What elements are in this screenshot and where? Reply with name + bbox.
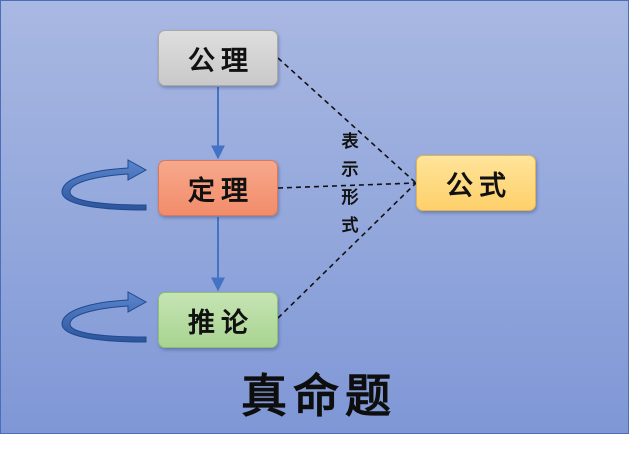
loop-arrow-inference: [61, 291, 148, 343]
inference-node: 推论: [158, 292, 278, 348]
diagram-title: 真命题: [241, 369, 397, 423]
theorem-node: 定理: [158, 160, 278, 216]
loop-arrow-theorem: [61, 159, 148, 211]
axiom-label: 公理: [188, 45, 254, 77]
theorem-label: 定理: [188, 175, 254, 207]
inference-label: 推论: [188, 307, 254, 339]
diagram-background: [0, 0, 629, 434]
formula-node: 公式: [416, 155, 536, 211]
dashed-axiom-to-formula: [277, 57, 417, 184]
representation-label: 表示形式: [341, 132, 359, 236]
formula-label: 公式: [446, 170, 512, 202]
axiom-node: 公理: [158, 30, 278, 86]
